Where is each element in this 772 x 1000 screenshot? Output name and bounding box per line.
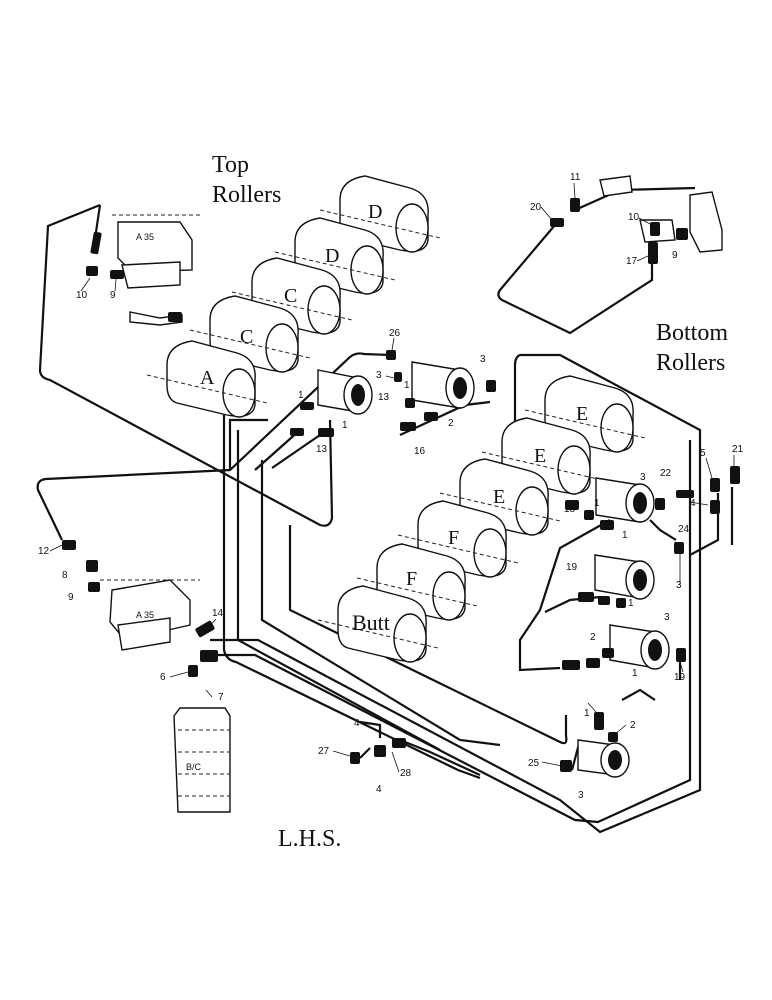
callout-number: 3 (676, 580, 682, 591)
valve-label: A 35 (136, 232, 154, 242)
callout-number: 19 (674, 672, 686, 683)
roller-top-5 (146, 340, 268, 418)
callout-number: 1 (622, 530, 628, 541)
bottom-motors (577, 477, 670, 778)
callout-number: 13 (378, 392, 390, 403)
roller-label: F (448, 527, 459, 549)
bottom-rollers: E E E F F (317, 375, 646, 663)
roller-label: A (200, 367, 215, 389)
valve-block-lower: A 35 (100, 579, 200, 651)
side-label: L.H.S. (278, 826, 341, 852)
top-right-manifold (599, 175, 723, 253)
callout-number: 3 (578, 790, 584, 801)
roller-label: D (325, 245, 339, 267)
callout-number: 19 (566, 562, 578, 573)
callout-number: 3 (376, 370, 382, 381)
leader-lines (49, 182, 735, 773)
top-rollers-title-line1: Top (212, 152, 249, 178)
top-rollers: D D C C A (146, 175, 441, 418)
callout-number: 11 (570, 172, 581, 183)
callout-number: 1 (298, 390, 304, 401)
callout-number: 12 (38, 546, 50, 557)
bottom-rollers-title-line1: Bottom (656, 320, 728, 346)
roller-label: E (493, 486, 505, 508)
motor-bottom-1 (595, 477, 655, 523)
roller-label: C (240, 326, 253, 348)
callout-number: 4 (376, 784, 382, 795)
butt-roller-label: Butt (352, 610, 390, 635)
callout-number: 6 (160, 672, 166, 683)
hose-lines (36, 186, 734, 834)
callout-number: 17 (626, 256, 638, 267)
callout-number: 24 (678, 524, 690, 535)
callout-number: 25 (528, 758, 540, 769)
callout-number: 16 (414, 446, 426, 457)
callout-number: 9 (110, 290, 116, 301)
top-rollers-title-line2: Rollers (212, 182, 281, 208)
callout-number: 4 (354, 718, 360, 729)
motor-top-right (411, 361, 475, 409)
callout-number: 2 (630, 720, 636, 731)
roller-butt (317, 585, 439, 663)
callout-number: 27 (318, 746, 330, 757)
callout-number: 7 (218, 692, 224, 703)
roller-label: F (406, 568, 417, 590)
headings: Top Rollers Bottom Rollers Butt L.H.S. (212, 152, 728, 852)
callout-number: 5 (700, 448, 706, 459)
callout-number: 26 (389, 328, 401, 339)
pump-label: B/C (186, 762, 202, 772)
callouts: 26 3 1 13 1 13 1 2 16 3 10 9 11 20 10 9 … (38, 172, 744, 801)
callout-number: 21 (732, 444, 744, 455)
top-motors (317, 361, 475, 415)
roller-label: E (576, 403, 588, 425)
callout-number: 1 (628, 598, 634, 609)
callout-number: 28 (400, 768, 412, 779)
valve-block-upper: A 35 (112, 214, 200, 326)
callout-number: 13 (316, 444, 328, 455)
callout-number: 8 (62, 570, 68, 581)
motor-top-left (317, 369, 373, 415)
callout-number: 2 (448, 418, 454, 429)
callout-number: 1 (404, 380, 410, 391)
roller-label: D (368, 201, 382, 223)
callout-number: 20 (530, 202, 542, 213)
callout-number: 1 (594, 498, 600, 509)
callout-number: 3 (480, 354, 486, 365)
motor-bottom-2 (594, 554, 655, 600)
roller-label: C (284, 285, 297, 307)
bottom-rollers-title-line2: Rollers (656, 350, 725, 376)
callout-number: 1 (342, 420, 348, 431)
callout-number: 14 (212, 608, 224, 619)
callout-number: 1 (584, 708, 590, 719)
callout-number: 3 (640, 472, 646, 483)
callout-number: 3 (664, 612, 670, 623)
callout-number: 10 (76, 290, 88, 301)
callout-number: 9 (672, 250, 678, 261)
callout-number: 10 (628, 212, 640, 223)
motor-bottom-3 (609, 624, 670, 670)
callout-number: 1 (632, 668, 638, 679)
pump-block: B/C (173, 707, 231, 813)
roller-label: E (534, 445, 546, 467)
motor-bottom-4 (577, 739, 630, 778)
callout-number: 2 (590, 632, 596, 643)
valve-label: A 35 (136, 610, 154, 620)
callout-number: 9 (68, 592, 74, 603)
roller-bottom-5 (356, 543, 478, 621)
callout-number: 22 (660, 468, 672, 479)
fittings (62, 198, 740, 772)
callout-number: 18 (564, 504, 576, 515)
callout-number: 4 (690, 498, 696, 509)
